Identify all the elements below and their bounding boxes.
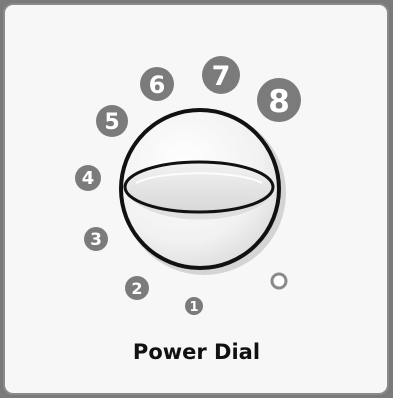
level-label-8: 8: [268, 84, 290, 120]
level-label-6: 6: [149, 71, 166, 99]
level-label-7: 7: [212, 61, 231, 92]
level-marker-7[interactable]: 7: [202, 56, 240, 94]
level-label-1: 1: [189, 300, 198, 315]
level-marker-1[interactable]: 1: [185, 297, 203, 315]
level-marker-8[interactable]: 8: [257, 78, 301, 122]
off-marker[interactable]: [272, 274, 286, 288]
level-label-3: 3: [90, 230, 102, 250]
power-dial-title: Power Dial: [0, 340, 393, 364]
level-marker-6[interactable]: 6: [140, 67, 174, 101]
level-marker-2[interactable]: 2: [125, 276, 149, 300]
level-label-2: 2: [131, 279, 142, 298]
level-label-5: 5: [104, 110, 119, 135]
power-dial-knob[interactable]: [121, 110, 286, 275]
level-marker-4[interactable]: 4: [75, 165, 101, 191]
level-marker-5[interactable]: 5: [96, 105, 128, 137]
level-marker-3[interactable]: 3: [84, 227, 108, 251]
level-label-4: 4: [82, 168, 95, 189]
knob-grip: [125, 162, 273, 212]
